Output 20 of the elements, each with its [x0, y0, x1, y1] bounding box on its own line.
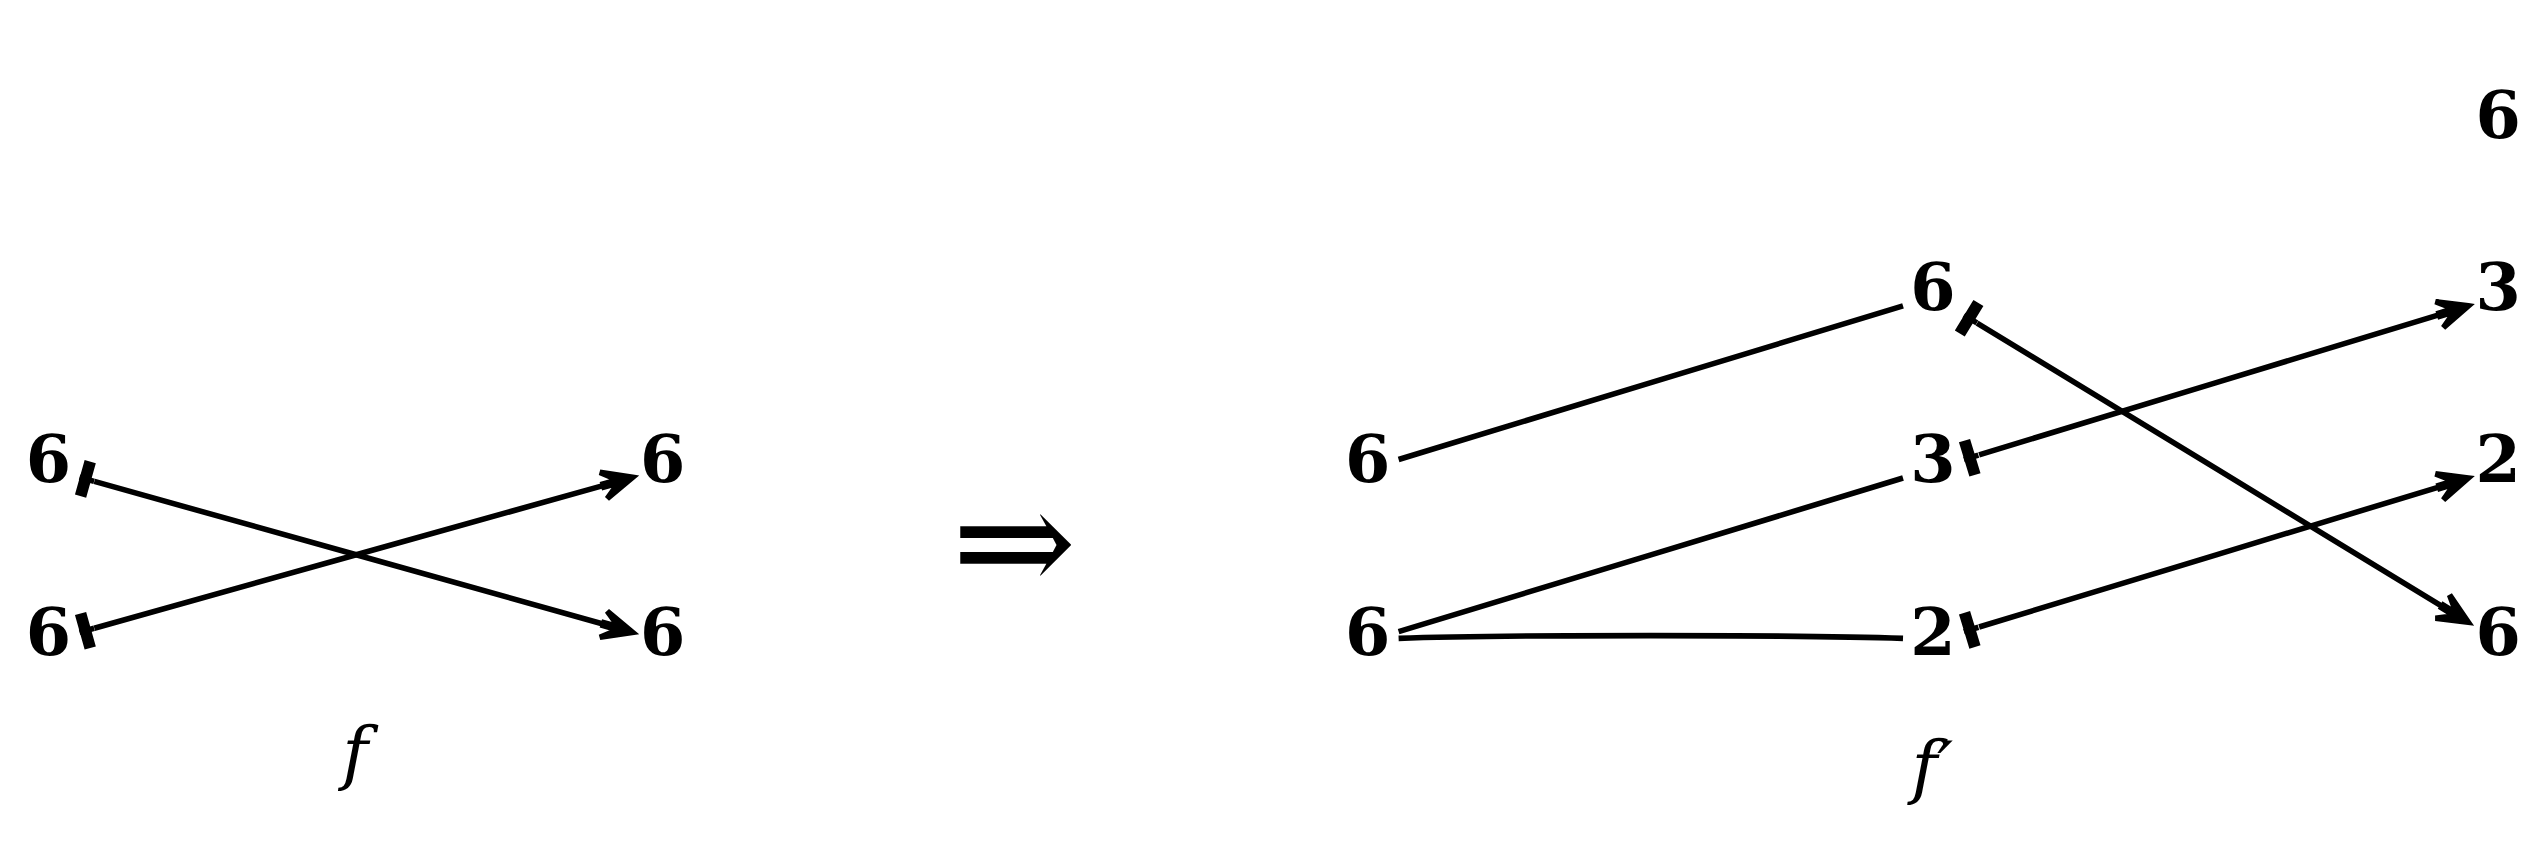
- arrow: [1954, 299, 2472, 625]
- connector: [1397, 474, 1904, 634]
- connector: [1398, 632, 1904, 641]
- node-text: 2: [1910, 593, 1956, 670]
- node-text: 2: [2475, 420, 2521, 497]
- node-text: 6: [640, 593, 686, 670]
- node-text: 6: [2475, 593, 2521, 670]
- arrow: [1958, 298, 2472, 477]
- node-text: 6: [1910, 248, 1956, 325]
- arrow: [1958, 470, 2472, 649]
- node-text: 3: [1910, 420, 1956, 497]
- node-text: 6: [2475, 76, 2521, 153]
- node-text: 6: [640, 420, 686, 497]
- node-text: 6: [25, 420, 72, 497]
- connector: [1397, 302, 1904, 462]
- label: ⇒: [951, 453, 1077, 627]
- node-text: 6: [25, 593, 72, 670]
- node-text: 6: [1344, 593, 1391, 670]
- node-text: 6: [1344, 420, 1391, 497]
- node-text: 3: [2475, 248, 2521, 325]
